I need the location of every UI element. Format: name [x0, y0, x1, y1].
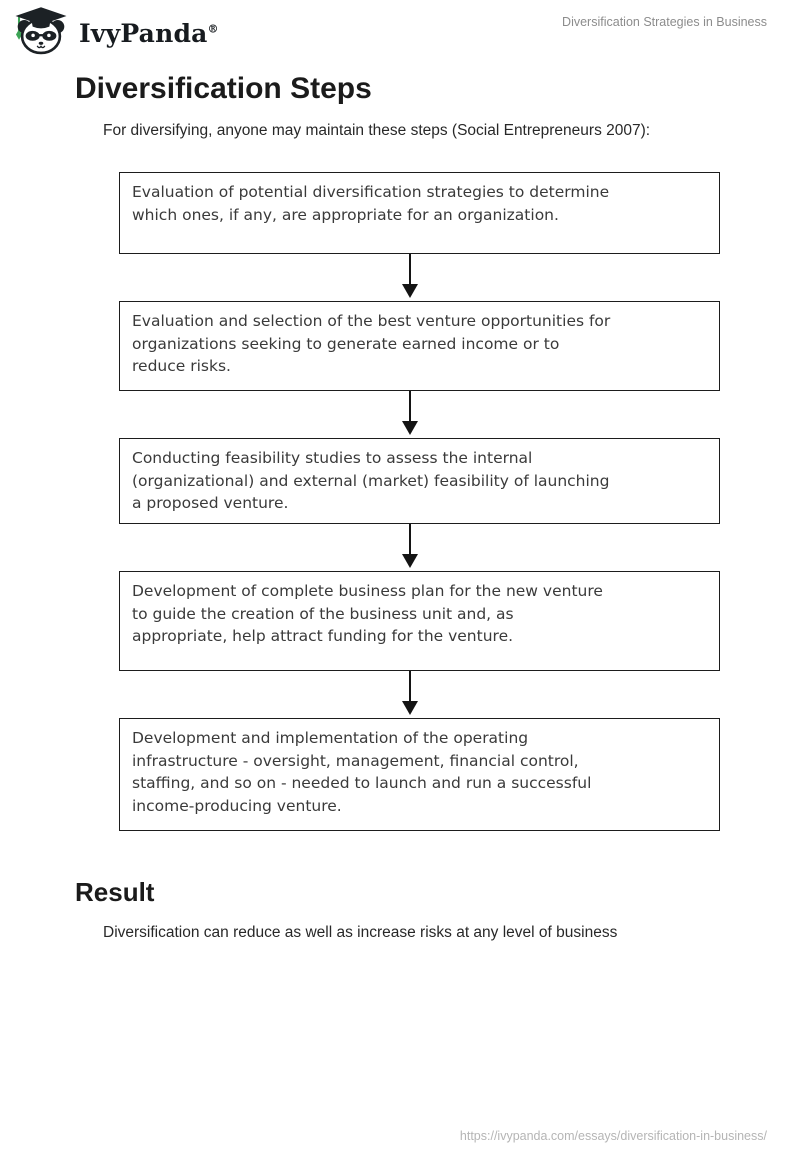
flowchart-step-2: Evaluation and selection of the best ven…	[119, 301, 720, 391]
diversification-flowchart: Evaluation of potential diversification …	[119, 172, 720, 831]
flowchart-step-1: Evaluation of potential diversification …	[119, 172, 720, 254]
result-heading: Result	[75, 877, 155, 907]
brand-wordmark: IvyPanda®	[79, 19, 219, 48]
steps-heading: Diversification Steps	[75, 72, 372, 105]
arrow-down-icon	[119, 524, 720, 571]
arrow-down-icon	[119, 254, 720, 301]
document-body: Diversification Steps For diversifying, …	[0, 72, 800, 943]
registered-mark: ®	[207, 22, 219, 36]
arrow-down-icon	[119, 671, 720, 718]
flowchart-step-3: Conducting feasibility studies to assess…	[119, 438, 720, 524]
flowchart-step-4: Development of complete business plan fo…	[119, 571, 720, 671]
source-url[interactable]: https://ivypanda.com/essays/diversificat…	[459, 1129, 767, 1143]
result-paragraph: Diversification can reduce as well as in…	[103, 924, 618, 941]
panda-graduate-icon	[12, 6, 70, 61]
flowchart-step-5: Development and implementation of the op…	[119, 718, 720, 831]
steps-intro-paragraph: For diversifying, anyone may maintain th…	[103, 122, 651, 139]
ivypanda-logo[interactable]: IvyPanda®	[12, 6, 219, 61]
page-header: IvyPanda® Diversification Strategies in …	[0, 0, 800, 56]
document-title-header: Diversification Strategies in Business	[562, 15, 767, 29]
arrow-down-icon	[119, 391, 720, 438]
